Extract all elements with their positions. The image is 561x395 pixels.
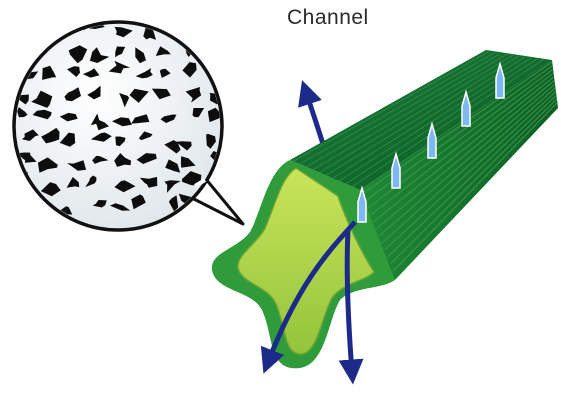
magnifier-callout — [10, 21, 243, 231]
pore — [11, 45, 29, 60]
channel-label: Channel — [287, 6, 369, 30]
pore — [40, 21, 47, 36]
pore — [182, 26, 196, 41]
pore — [209, 49, 229, 62]
pore — [206, 25, 218, 38]
channel-prism — [212, 50, 558, 368]
pore — [10, 201, 27, 218]
pore — [16, 27, 32, 34]
